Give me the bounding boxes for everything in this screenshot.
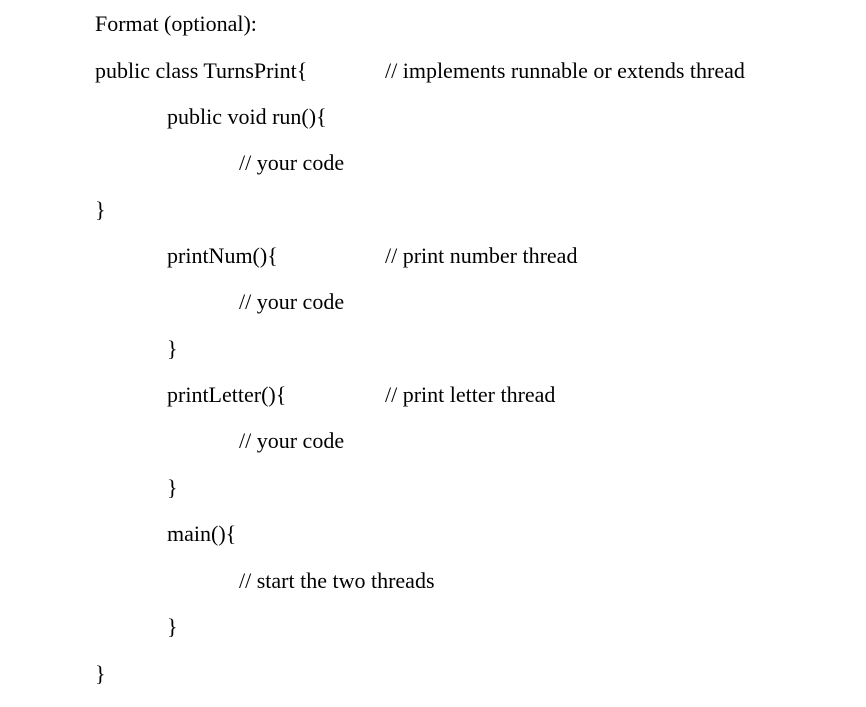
printletter-body-comment: // your code: [239, 428, 345, 453]
printnum-body-comment: // your code: [239, 289, 345, 314]
class-comment: // implements runnable or extends thread: [385, 58, 745, 83]
class-declaration: public class TurnsPrint{: [95, 58, 308, 83]
run-body-comment: // your code: [239, 150, 345, 175]
printletter-declaration: printLetter(){: [167, 382, 287, 407]
printnum-closing-brace: }: [167, 336, 178, 361]
main-closing-brace: }: [167, 614, 178, 639]
printnum-comment: // print number thread: [385, 243, 578, 268]
printnum-declaration: printNum(){: [167, 243, 278, 268]
run-closing-brace: }: [95, 197, 106, 222]
class-closing-brace: }: [95, 661, 106, 686]
run-declaration: public void run(){: [167, 104, 327, 129]
printletter-closing-brace: }: [167, 475, 178, 500]
main-declaration: main(){: [167, 521, 237, 546]
printletter-comment: // print letter thread: [385, 382, 556, 407]
format-heading: Format (optional):: [95, 11, 257, 36]
main-body-comment: // start the two threads: [239, 568, 435, 593]
